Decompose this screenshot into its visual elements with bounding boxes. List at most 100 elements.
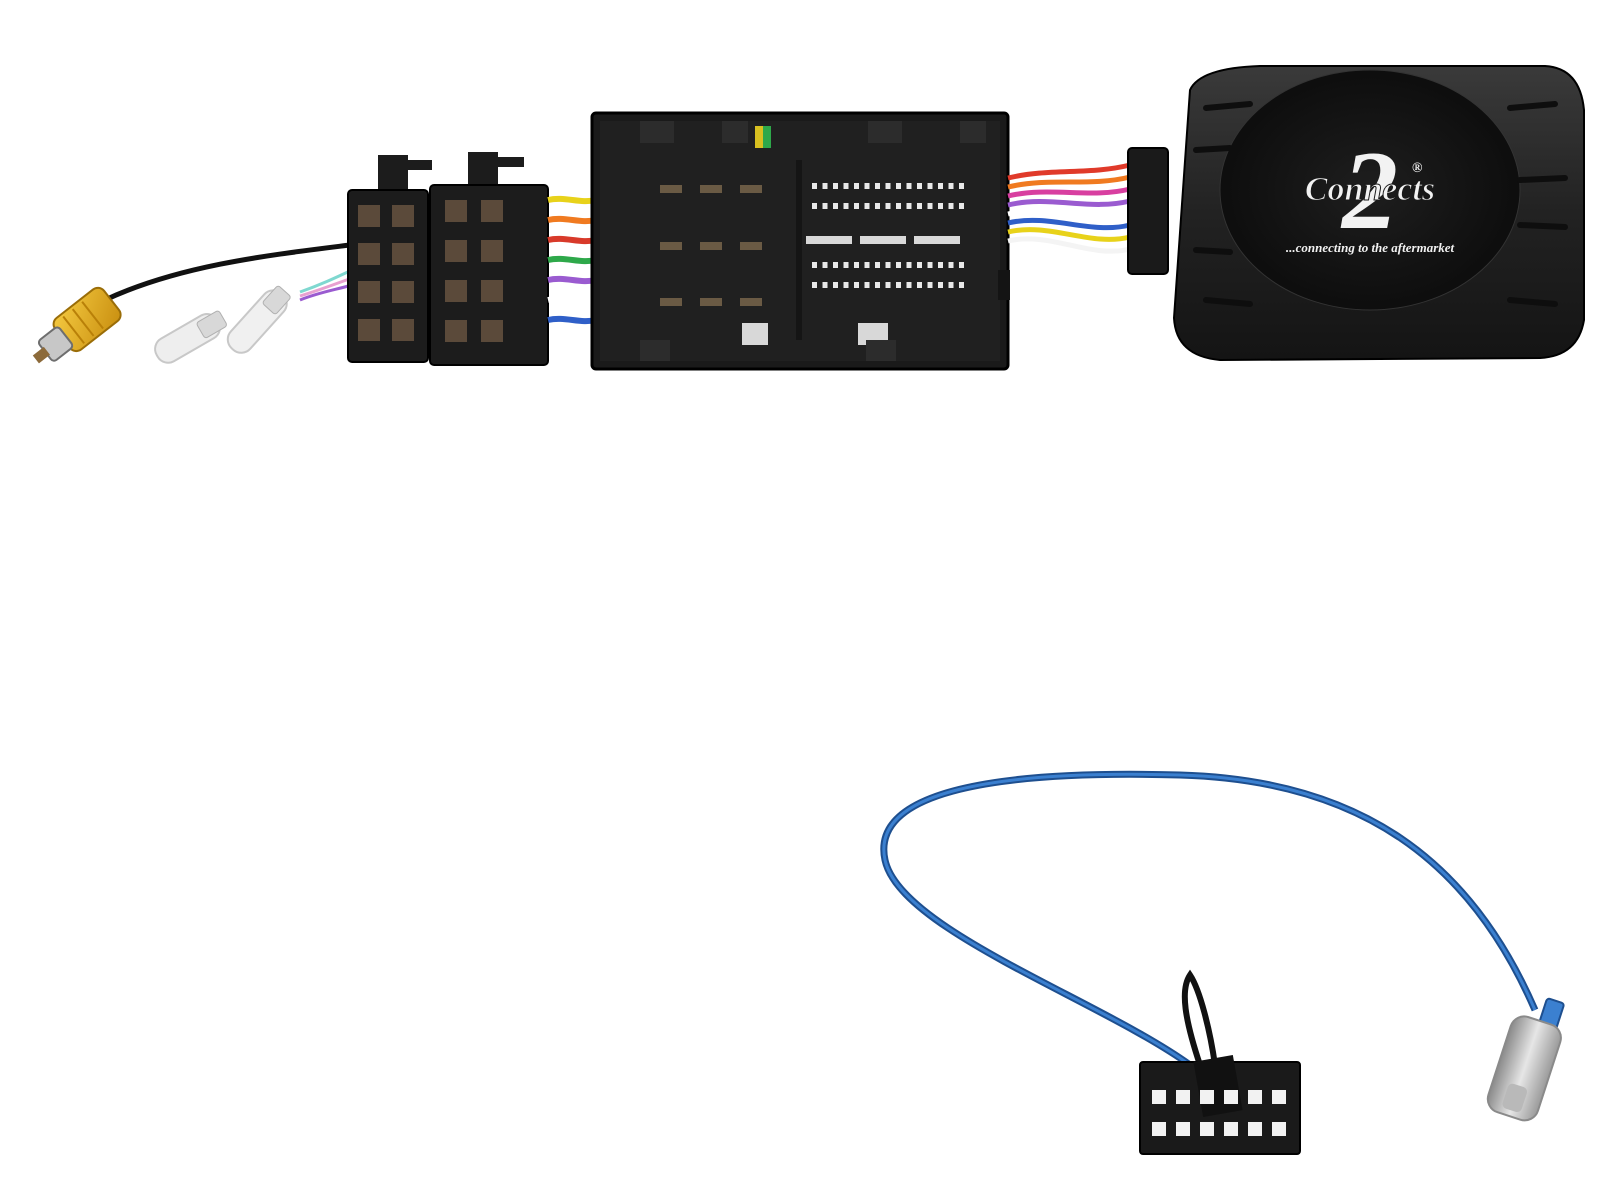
molex-pin-hole bbox=[1248, 1090, 1262, 1104]
molex-pin-hole bbox=[1272, 1090, 1286, 1104]
harness-signal-pin bbox=[812, 203, 817, 209]
iso-pin-hole bbox=[392, 243, 414, 265]
harness-power-pin bbox=[740, 298, 762, 306]
harness-signal-pin bbox=[822, 262, 828, 268]
harness-signal-pin bbox=[843, 183, 849, 189]
harness-signal-pin bbox=[854, 262, 859, 268]
iso-wire bbox=[547, 235, 597, 245]
harness-signal-pin bbox=[833, 282, 838, 288]
spade-terminal-icon bbox=[154, 310, 227, 364]
harness-signal-pin bbox=[885, 282, 891, 288]
harness-signal-pin bbox=[875, 262, 880, 268]
harness-divider bbox=[860, 236, 906, 244]
iso-wire bbox=[547, 295, 597, 305]
iso-pin-hole bbox=[481, 200, 503, 222]
harness-signal-pin bbox=[885, 203, 891, 209]
harness-signal-pin bbox=[927, 282, 933, 288]
module-wire bbox=[1007, 236, 1131, 254]
harness-power-pin bbox=[660, 242, 682, 250]
harness-divider bbox=[914, 236, 960, 244]
harness-signal-pin bbox=[822, 183, 828, 189]
harness-signal-pin bbox=[833, 203, 838, 209]
harness-signal-pin bbox=[938, 203, 943, 209]
harness-signal-pin bbox=[917, 262, 922, 268]
iso-wire bbox=[547, 215, 597, 225]
harness-power-pin bbox=[660, 298, 682, 306]
iso-pin-hole bbox=[392, 281, 414, 303]
harness-signal-pin bbox=[854, 183, 859, 189]
iso-pin-hole bbox=[358, 319, 380, 341]
harness-signal-pin bbox=[843, 282, 849, 288]
iso-side-wires bbox=[547, 195, 597, 325]
iso-pin-hole bbox=[358, 281, 380, 303]
iso-wire bbox=[547, 315, 597, 325]
harness-power-pin bbox=[700, 185, 722, 193]
brand-script: Connects bbox=[1305, 171, 1435, 208]
harness-signal-pin bbox=[812, 262, 817, 268]
module-wire bbox=[1007, 186, 1131, 199]
registered-mark: ® bbox=[1412, 161, 1423, 176]
module-wire bbox=[1007, 227, 1131, 242]
harness-signal-pin bbox=[948, 183, 954, 189]
harness-signal-pin bbox=[896, 262, 901, 268]
harness-power-pin bbox=[740, 242, 762, 250]
harness-connector-icon bbox=[590, 111, 1010, 371]
module-wire bbox=[1007, 208, 1131, 219]
harness-signal-pin bbox=[906, 282, 912, 288]
molex-pin-hole bbox=[1272, 1122, 1286, 1136]
harness-signal-pin bbox=[854, 203, 859, 209]
harness-signal-pin bbox=[875, 183, 880, 189]
harness-signal-pin bbox=[917, 203, 922, 209]
iso-pin-hole bbox=[445, 200, 467, 222]
iso-pin-hole bbox=[445, 320, 467, 342]
harness-power-pin bbox=[660, 185, 682, 193]
brand-number: 2 bbox=[1340, 129, 1398, 253]
molex-pin-hole bbox=[1224, 1122, 1238, 1136]
iso-pin-hole bbox=[481, 240, 503, 262]
iso-connector-icon bbox=[347, 152, 549, 366]
blue-cable bbox=[880, 770, 1539, 1068]
harness-signal-pin bbox=[917, 282, 922, 288]
module-side-wires bbox=[1007, 162, 1131, 254]
antenna-plug-icon bbox=[1486, 997, 1565, 1122]
harness-signal-pin bbox=[896, 203, 901, 209]
harness-signal-pin bbox=[833, 262, 838, 268]
harness-signal-pin bbox=[927, 262, 933, 268]
harness-signal-pin bbox=[885, 183, 891, 189]
molex-connector-icon bbox=[1139, 1054, 1301, 1155]
harness-signal-pin bbox=[959, 282, 964, 288]
harness-signal-pin bbox=[917, 183, 922, 189]
iso-pin-hole bbox=[445, 280, 467, 302]
module-wire bbox=[1007, 162, 1131, 181]
iso-wire bbox=[547, 195, 597, 205]
harness-power-pin bbox=[740, 185, 762, 193]
iso-pin-hole bbox=[392, 319, 414, 341]
brand-tagline: ...connecting to the aftermarket bbox=[1286, 240, 1455, 255]
harness-signal-pin bbox=[854, 282, 859, 288]
harness-signal-pin bbox=[875, 282, 880, 288]
rca-plug-icon bbox=[32, 286, 122, 364]
interface-module-icon: 2 Connects ® ...connecting to the afterm… bbox=[1172, 65, 1585, 362]
spade-terminal-wires bbox=[299, 268, 353, 302]
harness-signal-pin bbox=[938, 262, 943, 268]
harness-signal-pin bbox=[812, 183, 817, 189]
harness-signal-pin bbox=[948, 262, 954, 268]
harness-power-pin bbox=[700, 298, 722, 306]
harness-signal-pin bbox=[906, 183, 912, 189]
module-inline-plug bbox=[1127, 147, 1169, 275]
harness-signal-pin bbox=[864, 203, 870, 209]
harness-signal-pin bbox=[896, 282, 901, 288]
harness-signal-pin bbox=[959, 183, 964, 189]
module-wire bbox=[1007, 217, 1131, 231]
harness-signal-pin bbox=[938, 282, 943, 288]
harness-signal-pin bbox=[822, 203, 828, 209]
harness-signal-pin bbox=[927, 203, 933, 209]
molex-pin-hole bbox=[1152, 1090, 1166, 1104]
iso-wire bbox=[547, 275, 597, 285]
harness-power-pin bbox=[700, 242, 722, 250]
molex-pin-hole bbox=[1200, 1090, 1214, 1104]
iso-pin-hole bbox=[358, 243, 380, 265]
spade-terminal-icon bbox=[226, 285, 291, 354]
molex-pin-hole bbox=[1224, 1090, 1238, 1104]
